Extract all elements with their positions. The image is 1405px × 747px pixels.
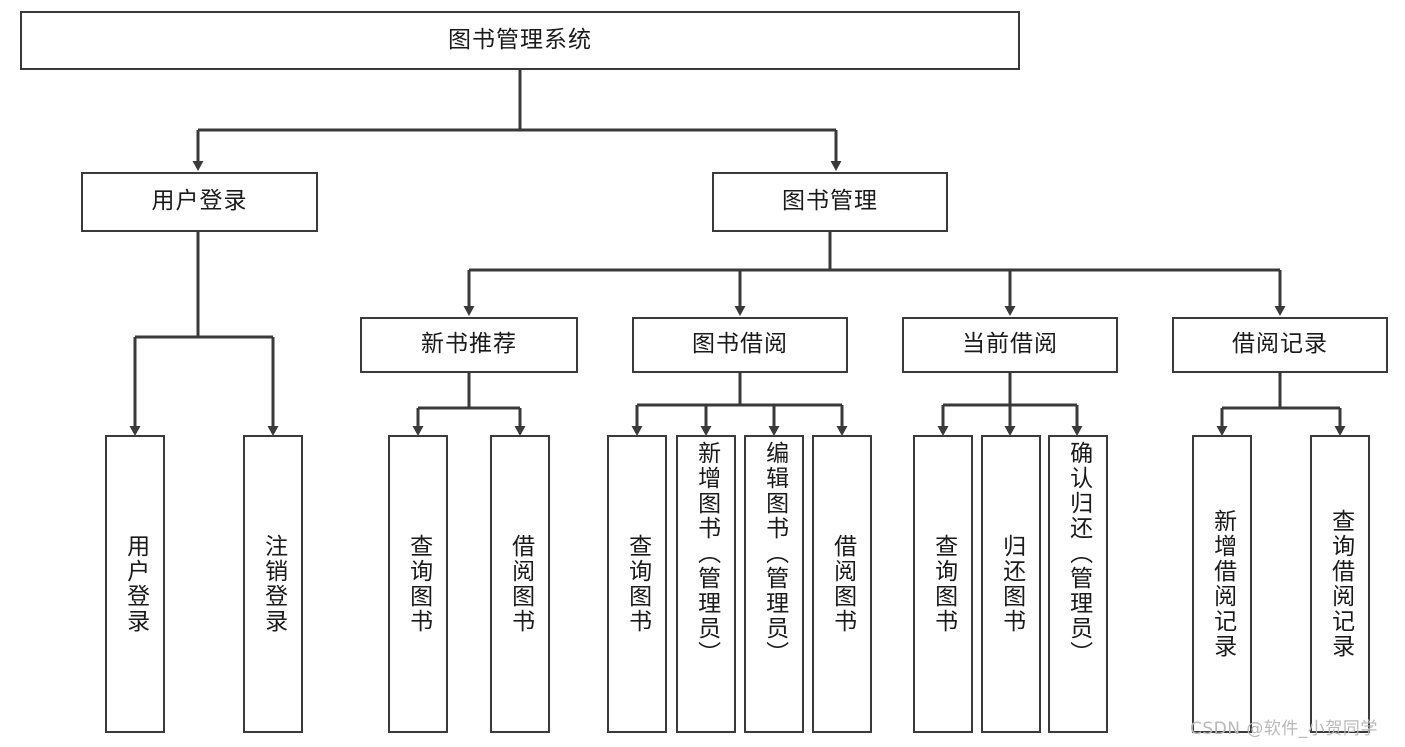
leaf-label: 确认归还（管理员） (1065, 441, 1092, 666)
leaf-label: 借阅图书 (829, 534, 856, 634)
leaf-label: 查询图书 (624, 534, 651, 634)
node-label: 用户登录 (151, 188, 248, 215)
leaf-label: 新增借阅记录 (1209, 509, 1236, 659)
leaf-label: 用户登录 (122, 534, 149, 634)
node-label: 新书推荐 (421, 331, 517, 358)
leaf-label: 新增图书（管理员） (693, 441, 720, 666)
node-book-borrow[interactable]: 图书借阅 (632, 317, 848, 373)
leaf-label: 注销登录 (260, 534, 287, 634)
leaf-label: 查询图书 (930, 534, 957, 634)
leaf-label: 查询图书 (405, 534, 432, 634)
csdn-watermark: CSDN @软件_小贺同学 (1190, 719, 1378, 739)
node-current-borrow[interactable]: 当前借阅 (902, 317, 1118, 373)
leaf-book-borrow-edit-book-admin[interactable]: 编辑图书（管理员） (744, 435, 804, 733)
node-label: 图书管理 (782, 188, 878, 215)
node-label: 当前借阅 (962, 331, 1058, 358)
node-root-book-management-system[interactable]: 图书管理系统 (20, 11, 1020, 70)
node-label: 图书管理系统 (448, 26, 592, 53)
node-borrow-record[interactable]: 借阅记录 (1172, 317, 1388, 373)
leaf-borrow-record-query-record[interactable]: 查询借阅记录 (1310, 435, 1370, 733)
leaf-borrow-record-add-record[interactable]: 新增借阅记录 (1192, 435, 1252, 733)
leaf-current-borrow-query-book[interactable]: 查询图书 (913, 435, 973, 733)
leaf-new-book-borrow-book[interactable]: 借阅图书 (490, 435, 550, 733)
node-book-management[interactable]: 图书管理 (712, 172, 948, 232)
node-user-login[interactable]: 用户登录 (81, 172, 318, 232)
leaf-label: 归还图书 (998, 534, 1025, 634)
leaf-book-borrow-borrow-book[interactable]: 借阅图书 (812, 435, 872, 733)
leaf-book-borrow-add-book-admin[interactable]: 新增图书（管理员） (676, 435, 736, 733)
leaf-label: 查询借阅记录 (1327, 509, 1354, 659)
leaf-current-borrow-confirm-return-admin[interactable]: 确认归还（管理员） (1048, 435, 1108, 733)
node-new-book-recommend[interactable]: 新书推荐 (360, 317, 578, 373)
node-label: 借阅记录 (1232, 331, 1328, 358)
leaf-label: 编辑图书（管理员） (761, 441, 788, 666)
leaf-label: 借阅图书 (507, 534, 534, 634)
leaf-user-login-logout[interactable]: 注销登录 (243, 435, 303, 733)
leaf-book-borrow-query-book[interactable]: 查询图书 (607, 435, 667, 733)
leaf-user-login-login[interactable]: 用户登录 (105, 435, 165, 733)
leaf-new-book-query-book[interactable]: 查询图书 (388, 435, 448, 733)
leaf-current-borrow-return-book[interactable]: 归还图书 (981, 435, 1041, 733)
node-label: 图书借阅 (692, 331, 788, 358)
